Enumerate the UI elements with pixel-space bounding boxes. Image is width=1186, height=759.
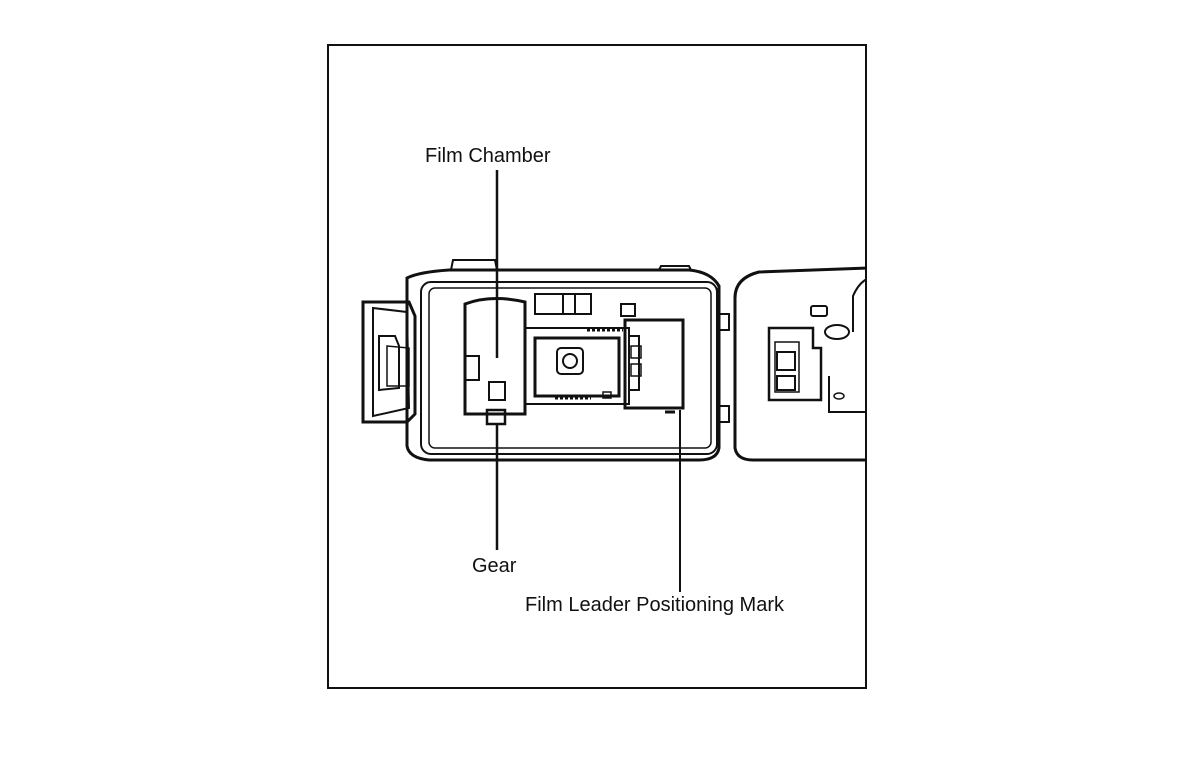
gear-label: Gear [472,555,517,577]
camera-diagram: Film Chamber Gear Film Leader Positionin… [329,46,867,689]
film-chamber-label: Film Chamber [425,145,551,167]
viewfinder-assembly [525,294,635,404]
back-door [735,268,867,460]
take-up-area [625,320,683,412]
diagram-frame: Film Chamber Gear Film Leader Positionin… [327,44,867,689]
film-chamber [465,298,525,414]
film-leader-mark-label: Film Leader Positioning Mark [525,594,785,616]
gear [487,410,505,424]
